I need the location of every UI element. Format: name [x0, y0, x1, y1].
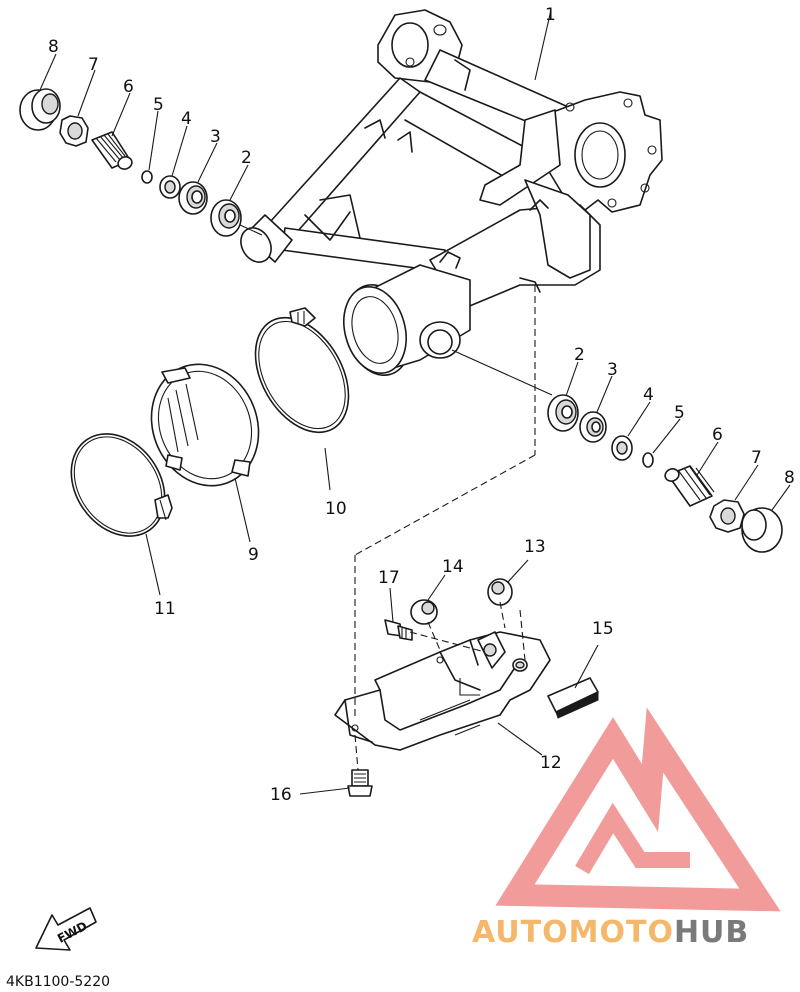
swing-arm — [240, 9, 663, 376]
nut-7-right — [709, 499, 745, 533]
callout-7-left: 7 — [88, 55, 99, 75]
callout-2-right: 2 — [574, 345, 585, 365]
callout-8-right: 8 — [784, 468, 795, 488]
callout-2-left: 2 — [241, 148, 252, 168]
bolt-17 — [384, 619, 413, 641]
callout-10: 10 — [325, 499, 347, 519]
washer-4-right — [611, 435, 633, 461]
damper-13 — [487, 578, 513, 606]
fwd-arrow-icon: FWD — [35, 907, 97, 951]
callout-17: 17 — [378, 568, 400, 588]
washer-4-left — [159, 175, 181, 199]
bearing-2-right — [547, 394, 579, 432]
cap-8-left — [19, 88, 61, 131]
bolt-6-left — [91, 131, 133, 170]
callout-5-right: 5 — [674, 403, 685, 423]
callout-15: 15 — [592, 619, 614, 639]
bearing-3-right — [579, 411, 607, 443]
callout-6-left: 6 — [123, 77, 134, 97]
watermark-text: AUTOMOTOHUB — [472, 915, 749, 950]
svg-text:AUTOMOTOHUB: AUTOMOTOHUB — [472, 915, 749, 950]
band-11 — [70, 433, 173, 537]
bearing-2-left — [210, 199, 242, 237]
callout-6-right: 6 — [712, 425, 723, 445]
callout-7-right: 7 — [751, 448, 762, 468]
nut-7-left — [59, 115, 89, 147]
callout-4-left: 4 — [181, 109, 192, 129]
callout-3-left: 3 — [210, 127, 221, 147]
bolt-6-right — [664, 465, 715, 507]
cap-8-right — [741, 507, 783, 553]
callout-numbers: 1 8 7 6 5 4 3 2 2 3 4 5 6 7 8 10 9 11 13… — [48, 5, 795, 805]
band-10 — [254, 307, 350, 434]
right-bearing-stack — [451, 349, 783, 553]
callout-4-right: 4 — [643, 385, 654, 405]
watermark-part2: HUB — [674, 915, 749, 950]
watermark-part1: AUTOMOTO — [472, 915, 674, 950]
watermark-logo-icon — [495, 707, 781, 912]
callout-9: 9 — [248, 545, 259, 565]
callout-8-left: 8 — [48, 37, 59, 57]
oring-5-left — [141, 170, 153, 184]
damper-14 — [410, 599, 438, 625]
pad-15 — [547, 677, 599, 719]
leader-lines — [39, 9, 791, 795]
callout-12: 12 — [540, 753, 562, 773]
guard-12 — [334, 631, 551, 751]
callout-1: 1 — [545, 5, 556, 25]
left-bearing-stack — [19, 88, 263, 237]
callout-3-right: 3 — [607, 360, 618, 380]
callout-16: 16 — [270, 785, 292, 805]
bellows-9 — [150, 363, 260, 487]
reference-lines — [354, 285, 536, 771]
diagram-code: 4KB1100-5220 — [6, 974, 110, 990]
bolt-16 — [347, 769, 373, 797]
callout-5-left: 5 — [153, 95, 164, 115]
callout-14: 14 — [442, 557, 464, 577]
callout-13: 13 — [524, 537, 546, 557]
callout-11: 11 — [154, 599, 176, 619]
oring-5-right — [642, 452, 654, 468]
bearing-3-left — [178, 181, 208, 215]
